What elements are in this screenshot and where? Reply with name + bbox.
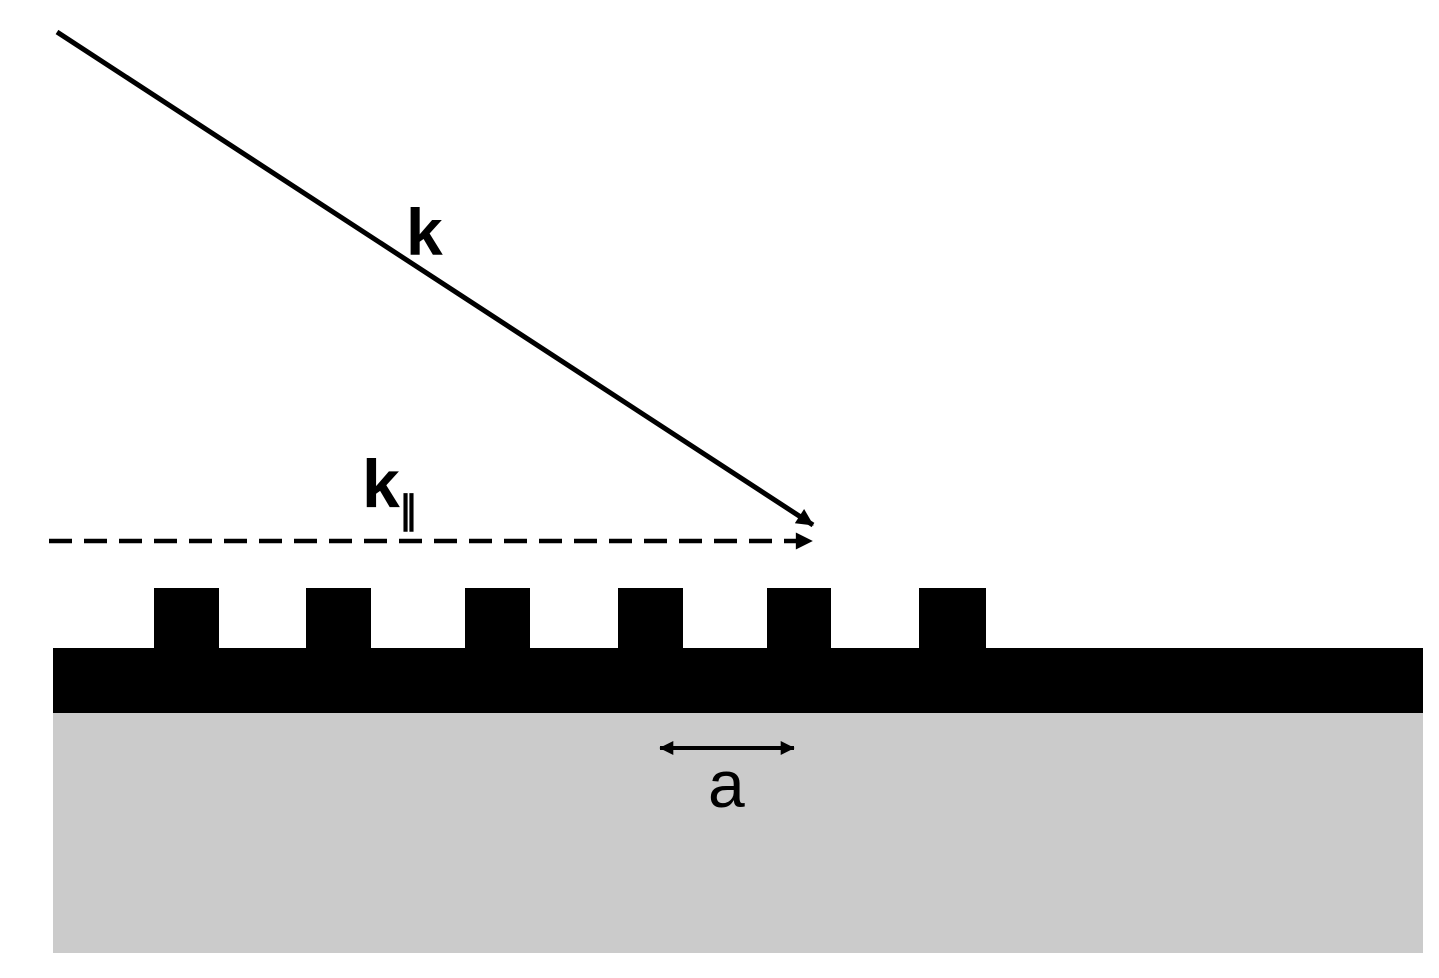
parallel-wavevector-subscript: ∥ — [399, 490, 418, 532]
incident-wavevector-label: k — [406, 195, 443, 269]
parallel-wavevector-label: k — [362, 446, 400, 522]
incident-wavevector-arrow — [55, 29, 815, 528]
grating-tooth-4 — [618, 588, 683, 650]
grating-tooth-5 — [767, 588, 831, 650]
grating-tooth-1 — [154, 588, 219, 650]
grating-period-label: a — [708, 747, 745, 821]
grating-tooth-2 — [306, 588, 371, 650]
grating-tooth-6 — [919, 588, 986, 650]
grating-tooth-3 — [465, 588, 530, 650]
grating-base-layer — [53, 648, 1423, 713]
